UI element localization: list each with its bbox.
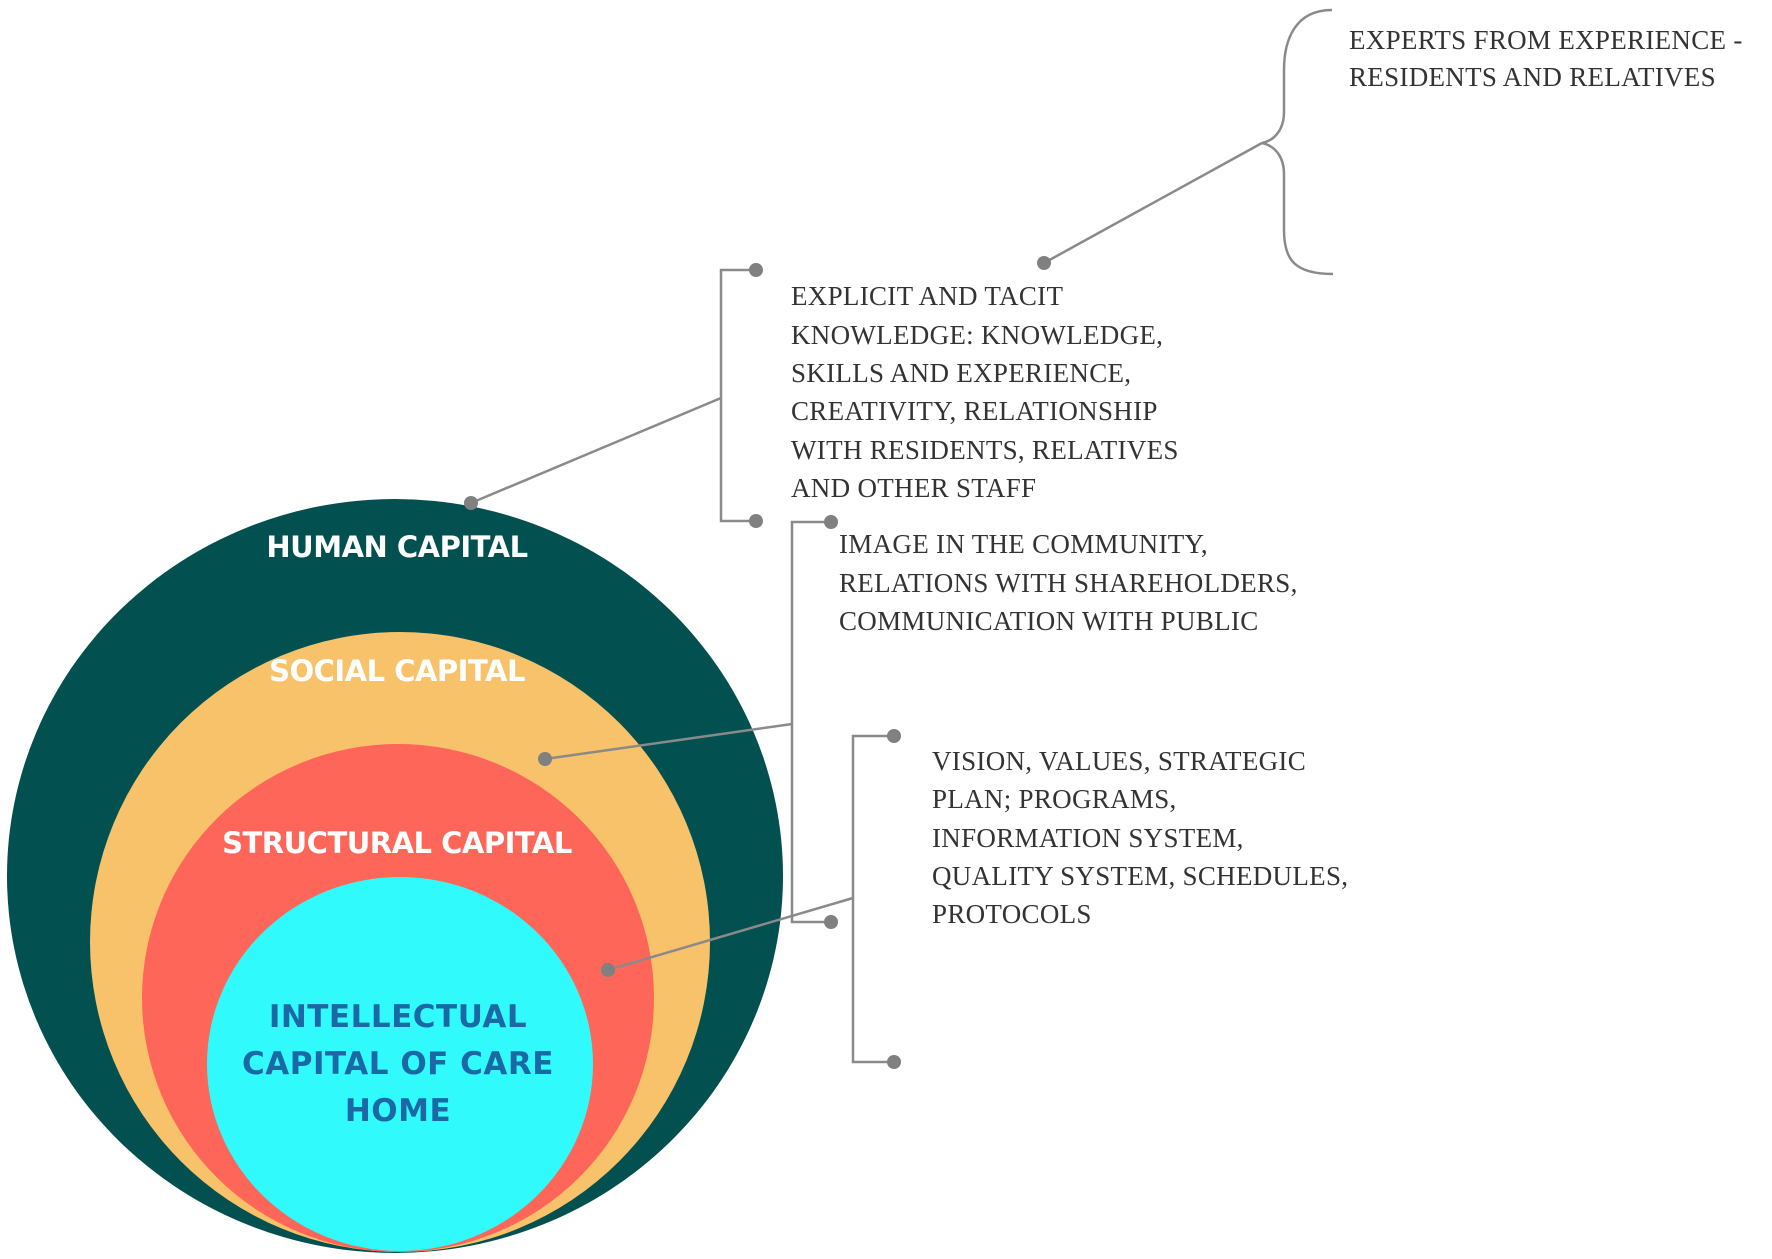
human-capital-label: HUMAN CAPITAL xyxy=(266,530,527,564)
human-note-line-1: EXPLICIT AND TACIT xyxy=(791,281,1063,311)
human-capital-bracket xyxy=(719,268,755,523)
social-capital-dot xyxy=(538,752,552,766)
experts-brace xyxy=(1261,8,1334,276)
social-bracket-bottom-dot xyxy=(824,915,838,929)
social-capital-connector xyxy=(544,722,793,761)
structural-capital-dot xyxy=(601,963,615,977)
human-note-line-4: CREATIVITY, RELATIONSHIP xyxy=(791,396,1158,426)
human-note-line-2: KNOWLEDGE: KNOWLEDGE, xyxy=(791,320,1163,350)
social-note-line-1: IMAGE IN THE COMMUNITY, xyxy=(839,529,1208,559)
social-capital-bracket xyxy=(790,520,830,924)
structural-note-line-5: PROTOCOLS xyxy=(932,899,1092,929)
core-label-line-3: HOME xyxy=(345,1093,451,1129)
structural-note-line-1: VISION, VALUES, STRATEGIC xyxy=(932,746,1306,776)
human-bracket-top-dot xyxy=(749,263,763,277)
structural-capital-label: STRUCTURAL CAPITAL xyxy=(222,826,572,860)
social-capital-label: SOCIAL CAPITAL xyxy=(269,654,525,688)
core-label-line-1: INTELLECTUAL xyxy=(269,999,527,1035)
structural-capital-bracket xyxy=(851,734,893,1064)
structural-bracket-bottom-dot xyxy=(887,1055,901,1069)
experts-note-line-2: RESIDENTS AND RELATIVES xyxy=(1349,62,1716,92)
human-bracket-bottom-dot xyxy=(749,514,763,528)
core-circle xyxy=(207,877,593,1251)
core-label-line-2: CAPITAL OF CARE xyxy=(242,1046,554,1082)
experts-connector xyxy=(1043,141,1263,265)
human-capital-dot xyxy=(464,496,478,510)
experts-note-line-1: EXPERTS FROM EXPERIENCE - xyxy=(1349,25,1743,55)
structural-capital-connector xyxy=(607,896,854,972)
experts-connector-dot xyxy=(1037,256,1051,270)
human-note-line-6: AND OTHER STAFF xyxy=(791,473,1036,503)
structural-note-line-2: PLAN; PROGRAMS, xyxy=(932,784,1177,814)
structural-note-line-4: QUALITY SYSTEM, SCHEDULES, xyxy=(932,861,1348,891)
social-note-line-3: COMMUNICATION WITH PUBLIC xyxy=(839,606,1259,636)
human-note-line-3: SKILLS AND EXPERIENCE, xyxy=(791,358,1131,388)
human-note-line-5: WITH RESIDENTS, RELATIVES xyxy=(791,435,1179,465)
social-bracket-top-dot xyxy=(824,515,838,529)
social-note-line-2: RELATIONS WITH SHAREHOLDERS, xyxy=(839,568,1298,598)
human-capital-connector xyxy=(470,396,722,505)
structural-note-line-3: INFORMATION SYSTEM, xyxy=(932,823,1244,853)
structural-bracket-top-dot xyxy=(887,729,901,743)
